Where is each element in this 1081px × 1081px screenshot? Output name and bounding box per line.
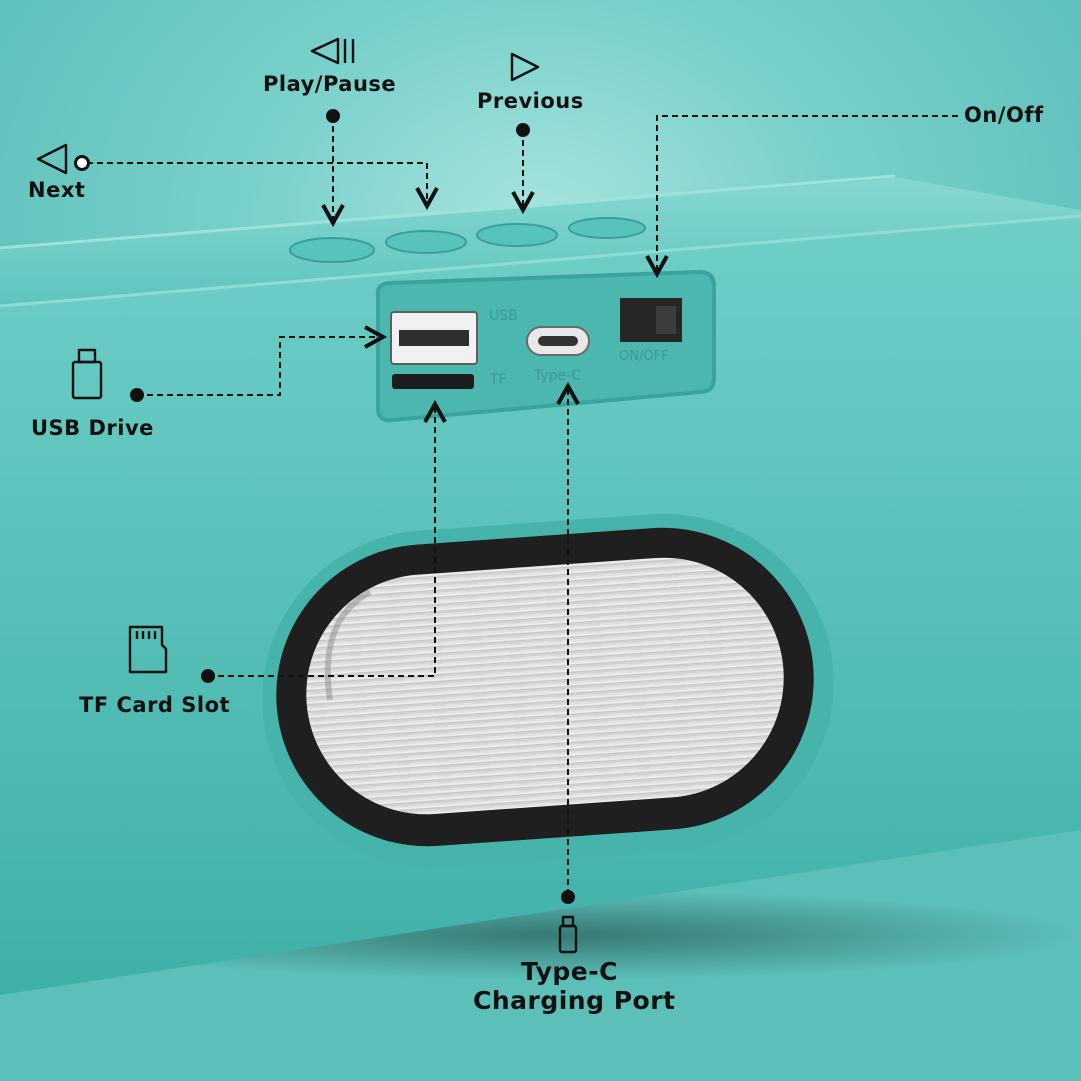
dot-type-c (561, 890, 575, 904)
label-play-pause: Play/Pause (263, 72, 397, 96)
panel-label-type-c: Type-C (533, 368, 581, 384)
front-edge-highlight (0, 214, 1081, 308)
sd-card-icon (128, 625, 168, 674)
connector-lines (87, 115, 958, 895)
port-panel: USB TF Type-C ON/OFF (375, 269, 716, 423)
top-edge-highlight (0, 174, 896, 250)
next-button[interactable] (289, 237, 375, 263)
label-type-c-line1: Type-C (521, 957, 618, 986)
label-previous: Previous (477, 89, 584, 113)
panel-label-on-off: ON/OFF (619, 349, 669, 364)
label-next: Next (28, 178, 86, 202)
dot-play-pause (326, 109, 340, 123)
grille-metal (306, 557, 784, 815)
dot-previous (516, 123, 530, 137)
speaker-grille (262, 513, 834, 869)
label-usb-drive: USB Drive (31, 416, 154, 440)
dot-usb-drive (130, 388, 144, 402)
usb-drive-icon (71, 348, 103, 400)
panel-label-tf: TF (489, 372, 507, 388)
line-next (87, 162, 427, 206)
top-buttons (289, 217, 646, 263)
fourth-button[interactable] (568, 217, 646, 239)
play-right-icon (510, 52, 540, 82)
label-tf-card-slot: TF Card Slot (79, 693, 231, 717)
type-c-port-inner (538, 336, 578, 346)
dot-next (74, 155, 90, 171)
line-tf-card (208, 404, 435, 677)
panel-label-usb: USB (489, 308, 518, 324)
line-on-off (657, 115, 958, 274)
label-type-c-line2: Charging Port (473, 986, 676, 1015)
tf-slot[interactable] (392, 374, 474, 389)
endpoint-dots (74, 109, 575, 904)
dot-tf-card (201, 669, 215, 683)
label-on-off: On/Off (964, 103, 1044, 127)
line-usb-drive (137, 337, 383, 396)
play-pause-icon (310, 37, 355, 65)
usb-port-inner (399, 330, 469, 346)
play-pause-button[interactable] (385, 230, 467, 254)
previous-button[interactable] (476, 223, 558, 247)
power-switch-knob (656, 306, 676, 334)
play-left-icon (36, 143, 68, 175)
usb-c-plug-icon (558, 915, 578, 954)
